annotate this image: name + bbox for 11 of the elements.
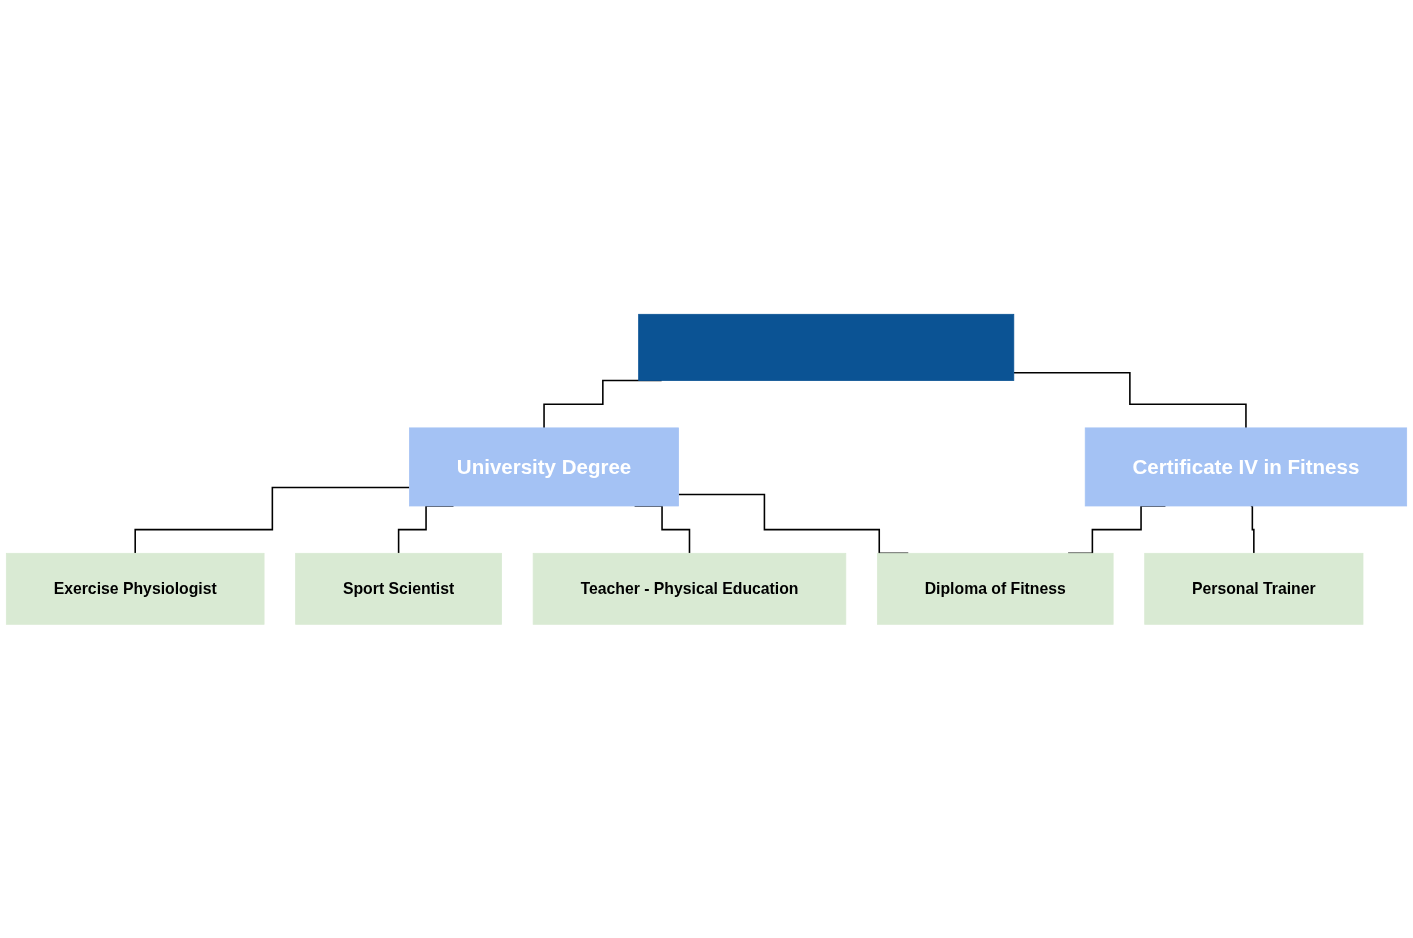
- connector: [1013, 371, 1247, 429]
- node-box: Certificate IV in Fitness: [1084, 427, 1408, 507]
- node-bar: [638, 313, 1015, 381]
- node-box: Personal Trainer: [1144, 552, 1364, 625]
- node-box: Diploma of Fitness: [876, 552, 1114, 625]
- node-box: University Degree: [409, 427, 679, 507]
- node-box: Teacher - Physical Education: [532, 552, 847, 625]
- connector: [1250, 504, 1255, 554]
- node-box: Sport Scientist: [295, 552, 502, 625]
- node-box: Exercise Physiologist: [5, 552, 265, 625]
- connector: [134, 486, 411, 554]
